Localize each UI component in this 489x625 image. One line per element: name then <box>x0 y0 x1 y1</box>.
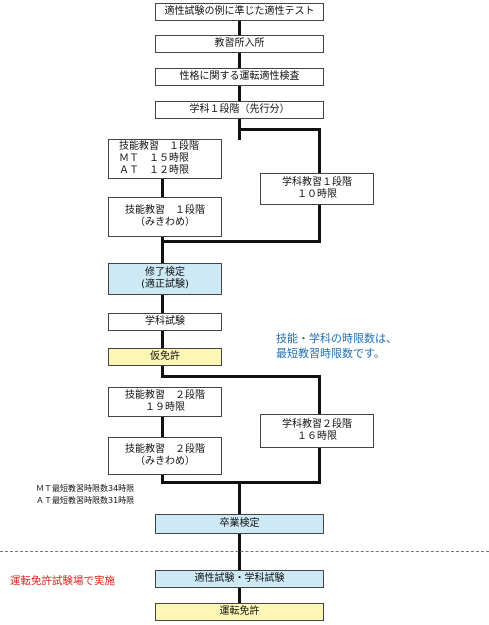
completion-exam-line: 修了検定 <box>145 267 185 278</box>
completion-exam-line: (適正試験) <box>141 279 189 290</box>
graduation-exam-label: 卒業検定 <box>219 518 260 529</box>
academic-stage1-line: 学科教習１段階 <box>282 177 352 188</box>
aptitude-box: 性格に関する運転適性検査 <box>155 68 324 86</box>
skill-stage1-line: ＡＴ １２時限 <box>119 165 189 176</box>
connector <box>161 178 164 198</box>
skill-stage1-box: 技能教習 １段階 ＭＴ １５時限 ＡＴ １２時限 <box>108 139 222 179</box>
test-center-label: 運転免許試験場で実施 <box>10 575 115 587</box>
minimum-hours-line: ＭＴ最短教習時限数34時限 <box>36 484 135 493</box>
minimum-hours-line: ＡＴ最短教習時限数31時限 <box>36 496 135 505</box>
skill-stage2-check-line: 技能教習 ２段階 <box>125 444 205 455</box>
admission-box: 教習所入所 <box>155 35 324 53</box>
connector <box>318 204 321 242</box>
skill-stage2-box: 技能教習 ２段階 １９時限 <box>108 387 222 417</box>
title-label: 適性試験の例に準じた適性テスト <box>164 6 315 17</box>
connector <box>318 375 321 415</box>
academic-stage1-box: 学科教習１段階 １０時限 <box>260 173 374 205</box>
completion-exam-box: 修了検定 (適正試験) <box>108 263 222 295</box>
academic-stage1-advance-label: 学科１段階（先行分） <box>189 104 290 115</box>
skill-stage1-check-line: （みきわめ） <box>135 217 195 228</box>
connector <box>161 240 321 243</box>
connector <box>161 294 164 378</box>
connector <box>161 481 321 484</box>
connector <box>238 481 241 606</box>
academic-exam-label: 学科試験 <box>145 316 185 327</box>
connector <box>318 447 321 483</box>
final-exam-label: 適性試験・学科試験 <box>194 573 285 584</box>
aptitude-label: 性格に関する運転適性検査 <box>179 71 300 82</box>
skill-stage2-line: １９時限 <box>145 402 185 413</box>
title-box: 適性試験の例に準じた適性テスト <box>155 3 324 21</box>
academic-stage2-line: １６時限 <box>297 431 337 442</box>
skill-stage2-check-box: 技能教習 ２段階 （みきわめ） <box>108 437 222 475</box>
final-exam-box: 適性試験・学科試験 <box>155 570 324 588</box>
academic-stage2-line: 学科教習２段階 <box>282 419 352 430</box>
hours-note: 技能・学科の時限数は、 最短教習時限数です。 <box>276 331 397 361</box>
driver-license-label: 運転免許 <box>219 606 260 617</box>
connector <box>161 416 164 438</box>
academic-exam-box: 学科試験 <box>108 313 222 331</box>
skill-stage1-check-line: 技能教習 １段階 <box>125 205 205 216</box>
connector <box>318 128 321 174</box>
connector <box>161 474 164 484</box>
skill-stage2-check-line: （みきわめ） <box>135 456 195 467</box>
connector <box>238 128 321 131</box>
hours-note-line: 技能・学科の時限数は、 <box>276 332 397 345</box>
provisional-license-box: 仮免許 <box>108 348 222 366</box>
provisional-license-label: 仮免許 <box>150 351 180 362</box>
academic-stage2-box: 学科教習２段階 １６時限 <box>260 414 374 448</box>
skill-stage1-line: ＭＴ １５時限 <box>119 153 189 164</box>
academic-stage1-advance-box: 学科１段階（先行分） <box>155 101 324 119</box>
minimum-hours-note: ＭＴ最短教習時限数34時限 ＡＴ最短教習時限数31時限 <box>36 483 134 507</box>
skill-stage1-check-box: 技能教習 １段階 （みきわめ） <box>108 197 222 237</box>
academic-stage1-line: １０時限 <box>297 189 337 200</box>
connector <box>161 375 321 378</box>
graduation-exam-box: 卒業検定 <box>155 514 324 534</box>
admission-label: 教習所入所 <box>214 38 265 49</box>
skill-stage2-line: 技能教習 ２段階 <box>125 390 205 401</box>
skill-stage1-line: 技能教習 １段階 <box>119 141 199 152</box>
driver-license-box: 運転免許 <box>155 603 324 621</box>
hours-note-line: 最短教習時限数です。 <box>276 347 385 360</box>
connector <box>161 236 164 264</box>
test-center-divider <box>0 551 489 552</box>
